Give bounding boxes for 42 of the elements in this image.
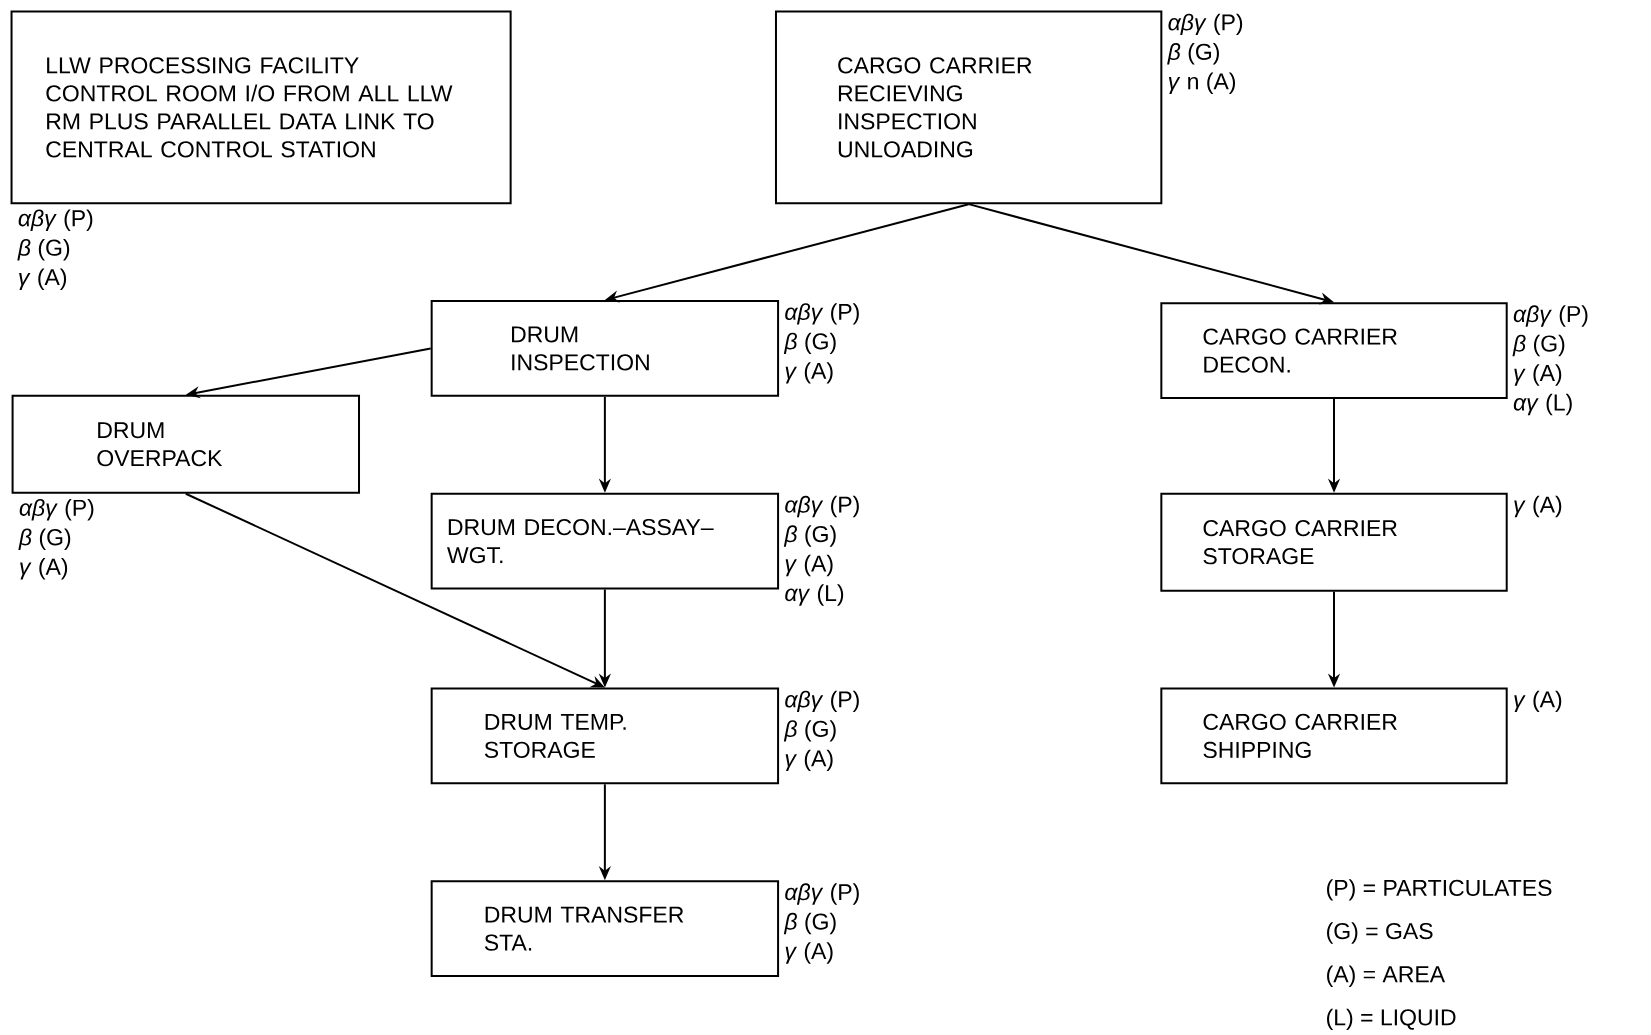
annotation-label: β (G) [783,332,836,355]
process-box: DRUM TRANSFER STA. [430,880,780,977]
annotation-label: β (G) [1512,334,1565,357]
process-box: DRUM DECON.–ASSAY–WGT. [430,492,780,590]
annotation-label: γ (A) [1514,364,1562,386]
annotation-label: β (G) [17,238,70,261]
process-box: DRUM OVERPACK [11,394,360,494]
annotation-label: αβγ (P) [19,499,94,521]
annotation-label: β (G) [783,912,836,935]
process-box: CARGO CARRIER RECIEVING INSPECTION UNLOADING [774,10,1163,205]
annotation-label: γ n (A) [1168,72,1236,95]
annotation-label: αβγ (P) [785,495,859,518]
annotation-label: γ (A) [1514,495,1562,518]
annotation-label: γ (A) [785,362,833,384]
annotation-label: γ (A) [19,268,67,290]
legend-entry: (G) = GAS [1327,922,1433,944]
annotation-label: αβγ (P) [785,883,859,905]
annotation-label: γ (A) [785,749,833,772]
annotation-label: αβγ (P) [18,209,93,231]
annotation-label: γ (A) [785,942,833,964]
annotation-label: γ (A) [785,554,833,577]
annotation-label: γ (A) [20,558,68,580]
annotation-label: αβγ (P) [785,690,859,713]
annotation-label: αγ (L) [1513,393,1572,416]
annotation-label: β (G) [18,528,71,550]
annotation-label: β (G) [1167,43,1219,65]
annotation-label: αβγ (P) [1513,305,1588,327]
annotation-label: γ (A) [1514,690,1562,713]
annotation-label: β (G) [783,525,836,547]
process-box: DRUM INSPECTION [430,300,780,397]
process-box: DRUM TEMP. STORAGE [430,687,780,785]
process-box: CARGO CARRIER STORAGE [1160,492,1508,592]
annotation-label: β (G) [783,720,836,742]
process-box: CARGO CARRIER DECON. [1160,302,1508,399]
annotation-label: αγ (L) [785,584,844,606]
annotation-label: αβγ (P) [785,303,859,325]
process-box: CARGO CARRIER SHIPPING [1160,687,1508,785]
legend-entry: (P) = PARTICULATES [1327,879,1552,901]
legend-entry: (A) = AREA [1327,965,1446,987]
annotation-label: αβγ (P) [1168,13,1243,36]
process-box: LLW PROCESSING FACILITY CONTROL ROOM I/O FROM ALL LLW RM PLUS PARALLEL DATA LINK TO CENTRAL CONTROL STATION [10,10,512,205]
legend-entry: (L) = LIQUID [1327,1008,1456,1031]
